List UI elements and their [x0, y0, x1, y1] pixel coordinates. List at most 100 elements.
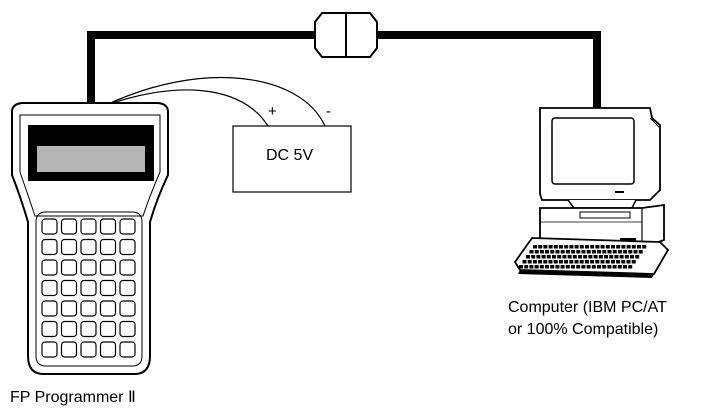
- desktop-computer-icon: [513, 107, 670, 278]
- keyboard-key: [522, 260, 527, 264]
- keyboard-key: [609, 255, 614, 259]
- keyboard-key: [610, 260, 615, 264]
- keypad-key: [41, 300, 58, 317]
- programmer-keypad: [41, 218, 136, 358]
- keyboard-key: [574, 245, 579, 249]
- keyboard-key: [571, 265, 575, 269]
- keypad-key: [41, 279, 58, 297]
- computer-label-line1: Computer (IBM PC/AT: [508, 299, 667, 316]
- keyboard-key: [623, 250, 628, 254]
- negative-terminal-label: -: [326, 103, 331, 120]
- keyboard-key: [550, 250, 555, 254]
- keyboard-key: [576, 265, 581, 269]
- keyboard-key: [579, 260, 584, 264]
- keyboard-key: [548, 245, 553, 249]
- keyboard-key: [637, 245, 641, 249]
- keyboard-key: [538, 245, 543, 249]
- keypad-key: [80, 259, 97, 276]
- keyboard-key: [555, 265, 560, 269]
- keypad-key: [119, 341, 136, 358]
- keypad-key: [80, 300, 97, 317]
- keyboard-key: [617, 250, 622, 254]
- keyboard-key: [546, 255, 551, 259]
- keypad-key: [41, 218, 58, 235]
- keypad-key: [80, 279, 97, 297]
- keyboard-key: [631, 260, 636, 264]
- keyboard-key: [581, 250, 586, 254]
- keyboard-key: [631, 245, 636, 249]
- power-supply-label: DC 5V: [266, 147, 314, 164]
- keyboard-key: [552, 255, 556, 259]
- keyboard-key: [543, 260, 548, 264]
- keypad-key: [99, 300, 117, 317]
- keyboard-key: [600, 245, 605, 249]
- keyboard-key: [619, 255, 624, 259]
- keyboard-key: [539, 250, 544, 254]
- keyboard-key: [569, 245, 574, 249]
- keyboard-key: [539, 265, 544, 269]
- keyboard-key: [602, 265, 607, 269]
- keyboard-key: [558, 260, 563, 264]
- keyboard-keys: [519, 245, 647, 269]
- keyboard-key: [586, 250, 591, 254]
- keyboard-key: [569, 260, 574, 264]
- keyboard-key: [532, 260, 537, 264]
- keyboard-key: [605, 260, 610, 264]
- keyboard-key: [616, 245, 621, 249]
- keypad-key: [41, 341, 58, 358]
- keypad-key: [60, 320, 78, 338]
- keyboard-key: [560, 265, 565, 269]
- keyboard-key: [591, 250, 596, 254]
- keypad-key: [119, 259, 136, 276]
- keyboard-key: [572, 255, 577, 259]
- keypad-key: [99, 279, 117, 297]
- keypad-key: [99, 341, 117, 358]
- keypad-key: [80, 320, 97, 338]
- keyboard-key: [590, 245, 595, 249]
- keyboard-key: [534, 265, 539, 269]
- keyboard-key: [584, 260, 589, 264]
- keyboard-key: [555, 250, 560, 254]
- keyboard-key: [567, 255, 572, 259]
- keyboard-key: [581, 265, 586, 269]
- keyboard-key: [529, 265, 534, 269]
- handheld-programmer-icon: [11, 102, 169, 375]
- keyboard-key: [623, 265, 627, 269]
- keyboard-key: [548, 260, 553, 264]
- keyboard-key: [562, 255, 567, 259]
- keyboard-key: [593, 255, 598, 259]
- keypad-key: [60, 341, 78, 358]
- keyboard-key: [598, 255, 603, 259]
- keyboard-key: [616, 260, 621, 264]
- keypad-key: [119, 320, 136, 338]
- keypad-key: [80, 238, 97, 256]
- keyboard-key: [553, 260, 558, 264]
- keyboard-key: [559, 245, 563, 249]
- keyboard-key: [642, 245, 647, 249]
- keyboard-key: [564, 245, 569, 249]
- keyboard-key: [602, 250, 607, 254]
- keyboard-key: [595, 260, 600, 264]
- keyboard-key: [531, 255, 536, 259]
- keyboard-key: [564, 260, 569, 264]
- keyboard-key: [565, 265, 570, 269]
- keyboard-key: [591, 265, 596, 269]
- keyboard-key: [553, 245, 558, 249]
- keyboard-key: [524, 265, 529, 269]
- keyboard-key: [565, 250, 570, 254]
- keypad-key: [119, 218, 136, 235]
- keypad-key: [41, 320, 58, 338]
- keyboard-key: [605, 245, 610, 249]
- keyboard-key: [586, 265, 591, 269]
- keyboard-key: [545, 250, 550, 254]
- keypad-key: [60, 279, 78, 297]
- keypad-key: [99, 259, 117, 276]
- keyboard-key: [538, 260, 543, 264]
- keyboard-key: [588, 255, 593, 259]
- keyboard-key: [526, 255, 530, 259]
- programmer-label: FP Programmer Ⅱ: [10, 389, 136, 406]
- keypad-key: [99, 238, 117, 256]
- keyboard-key: [543, 245, 548, 249]
- keyboard-key: [604, 255, 608, 259]
- keyboard-key: [557, 255, 562, 259]
